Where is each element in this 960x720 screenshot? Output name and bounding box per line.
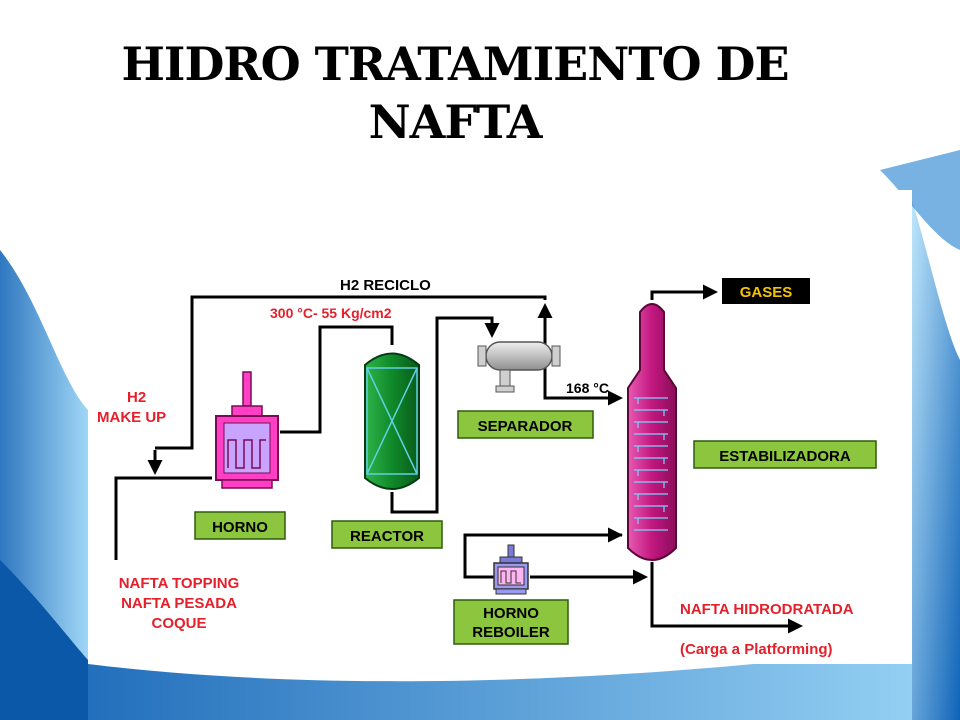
label-h2-makeup-line2: MAKE UP (97, 409, 166, 426)
reactor-vessel (364, 352, 420, 490)
label-estabilizadora: ESTABILIZADORA (693, 440, 877, 469)
label-product-line2: (Carga a Platforming) (680, 641, 833, 658)
separador-vessel (477, 341, 561, 393)
label-temp-168: 168 °C (566, 380, 609, 396)
label-separador-text: SEPARADOR (478, 418, 573, 435)
label-product-line1: NAFTA HIDRODRATADA (680, 601, 854, 618)
label-horno-reboiler: HORNO REBOILER (453, 599, 569, 645)
page-title-line2: NAFTA (368, 95, 543, 149)
horno-reboiler-furnace (493, 544, 529, 595)
label-conditions: 300 °C- 55 Kg/cm2 (270, 305, 392, 321)
label-h2-reciclo: H2 RECICLO (340, 277, 431, 294)
label-estabilizadora-text: ESTABILIZADORA (719, 448, 851, 465)
label-feed-line1: NAFTA TOPPING (119, 575, 240, 592)
pipelines (114, 284, 803, 634)
process-diagram: HORNO REACTOR SEPARADOR ESTABILIZADORA H… (88, 190, 912, 664)
label-horno-reboiler-line1: HORNO (483, 605, 539, 622)
label-feed-line2: NAFTA PESADA (121, 595, 237, 612)
label-horno: HORNO (194, 511, 286, 540)
label-horno-reboiler-line2: REBOILER (472, 624, 550, 641)
label-reactor: REACTOR (331, 520, 443, 549)
label-reactor-text: REACTOR (350, 528, 424, 545)
label-gases-text: GASES (740, 284, 793, 301)
label-gases: GASES (722, 278, 810, 304)
estabilizadora-column (627, 303, 677, 561)
page-title-line1: HIDRO TRATAMIENTO DE (121, 37, 789, 91)
label-horno-text: HORNO (212, 519, 268, 536)
label-separador: SEPARADOR (457, 410, 594, 439)
label-feed-line3: COQUE (151, 615, 206, 632)
label-h2-makeup-line1: H2 (127, 389, 146, 406)
horno-furnace (215, 371, 279, 489)
